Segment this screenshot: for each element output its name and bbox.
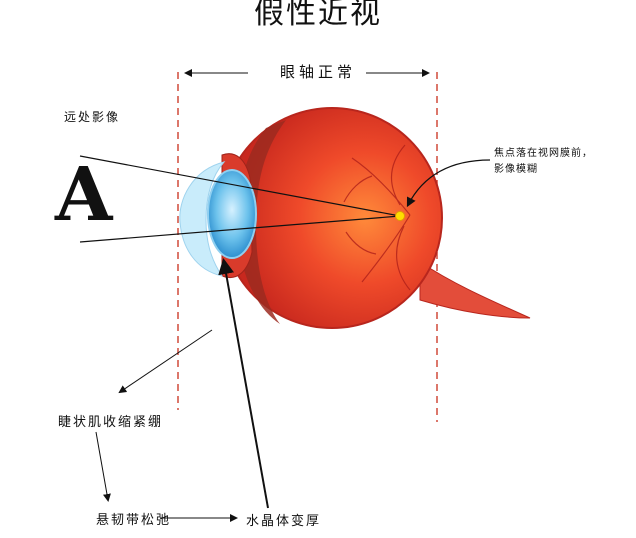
zonule-label: 悬韧带松弛: [96, 513, 172, 528]
crystalline-lens: [207, 169, 257, 259]
retinal-vessels: [343, 144, 411, 291]
focus-annotation-line1: 焦点落在视网膜前，: [494, 148, 593, 159]
focus-point: [395, 211, 405, 221]
focus-annotation-line2: 影像模糊: [494, 164, 538, 175]
light-ray-bottom: [79, 215, 401, 243]
eye-wall-section: [237, 120, 286, 324]
lens-pointer-line: [218, 258, 269, 509]
focus-pointer-arrow: [406, 159, 491, 208]
diagram-title: 假性近视: [254, 0, 382, 31]
ciliary-pointer-arrow: [118, 329, 213, 394]
object-letter: A: [55, 152, 113, 238]
far-image-label: 远处影像: [64, 110, 121, 124]
focus-annotation: 焦点落在视网膜前， 影像模糊: [494, 146, 593, 178]
ciliary-muscle-label: 睫状肌收缩紧绷: [58, 415, 164, 430]
ciliary-to-zonule-arrow: [95, 431, 111, 502]
light-ray-top: [79, 155, 401, 217]
lens-thickening-label: 水晶体变厚: [246, 514, 322, 529]
optic-nerve: [419, 261, 531, 319]
cornea: [179, 161, 226, 277]
axis-length-label: 眼轴正常: [279, 63, 356, 81]
